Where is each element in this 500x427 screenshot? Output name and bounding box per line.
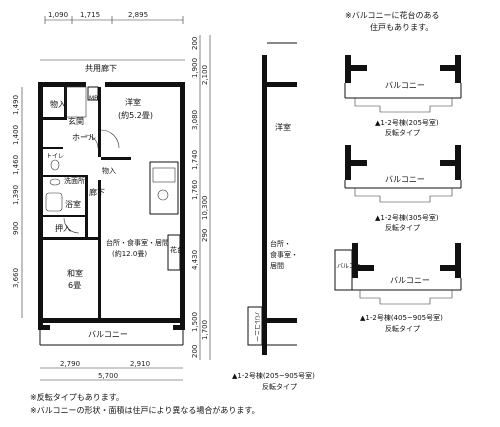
label-hall: ホール xyxy=(72,133,96,142)
left-dim-1: 1,490 xyxy=(12,95,20,115)
label-ldk: 台所・食事室・居間 xyxy=(106,238,169,247)
balcony-305-label: バルコニー xyxy=(385,175,425,184)
right-dim-7: 1,500 xyxy=(191,312,199,332)
balcony-variant-205: バルコニー ▲1-2号棟(205号室) 反転タイプ xyxy=(344,55,462,137)
balcony-405-label: バルコニー xyxy=(390,276,430,285)
balcony-205-label: バルコニー xyxy=(385,81,425,90)
right-dim-b-3: 290 xyxy=(201,229,209,242)
left-dim-5: 900 xyxy=(12,222,20,235)
label-corridor: 共用廊下 xyxy=(85,63,117,73)
label-western-size: (約5.2畳) xyxy=(118,110,153,120)
top-dim-3: 2,895 xyxy=(128,11,148,19)
note-bottom-1: ※反転タイプもあります。 xyxy=(30,392,124,402)
label-flower: 花台 xyxy=(170,245,184,254)
label-hallway: 廊下 xyxy=(89,187,105,197)
right-dim-5: 1,760 xyxy=(191,180,199,200)
mirror-label-ldk-1: 台所・ xyxy=(270,239,291,248)
balcony-405-caption-2: 反転タイプ xyxy=(385,324,420,333)
label-toilet: トイレ xyxy=(46,153,64,160)
mirror-label-ldk-3: 居間 xyxy=(270,262,284,270)
label-washroom: 洗面所 xyxy=(64,176,85,185)
mirror-caption-2: 反転タイプ xyxy=(262,382,297,391)
right-dim-b-1: 2,100 xyxy=(201,65,209,85)
mirror-label-balcony: バルコニー xyxy=(253,312,260,342)
mirror-label-western: 洋室 xyxy=(275,122,291,132)
balcony-205-caption-1: ▲1-2号棟(205号室) xyxy=(375,118,439,127)
left-dim-3: 1,460 xyxy=(12,155,20,175)
left-dim-4: 1,390 xyxy=(12,185,20,205)
label-mb: MB xyxy=(89,95,98,102)
balcony-405-side-label: バルコニー xyxy=(337,263,367,270)
label-genkan: 玄関 xyxy=(68,116,84,126)
right-dim-6: 4,430 xyxy=(191,250,199,270)
label-western: 洋室 xyxy=(125,97,141,107)
label-japanese-size: 6畳 xyxy=(68,281,81,290)
right-dim-4: 1,740 xyxy=(191,150,199,170)
label-balcony: バルコニー xyxy=(88,330,128,339)
right-dim-2: 1,900 xyxy=(191,58,199,78)
label-ldk-size: (約12.0畳) xyxy=(112,249,147,258)
label-bath: 浴室 xyxy=(65,199,81,209)
left-dim-6: 3,660 xyxy=(12,268,20,288)
total-width: 5,700 xyxy=(98,372,118,380)
left-dim-2: 1,400 xyxy=(12,125,20,145)
label-closet: 押入 xyxy=(55,223,71,233)
label-storage-1: 物入 xyxy=(50,99,66,109)
balcony-variant-305: バルコニー ▲1-2号棟(305号室) 反転タイプ xyxy=(344,145,462,232)
note-top-1: ※バルコニーに花台のある xyxy=(345,10,440,20)
bottom-dim-2: 2,910 xyxy=(130,360,150,368)
balcony-305-caption-1: ▲1-2号棟(305号室) xyxy=(375,213,439,222)
right-dim-3: 3,080 xyxy=(191,110,199,130)
right-dim-b-2: 10,300 xyxy=(201,196,209,221)
mirror-caption-1: ▲1-2号棟(205~905号室) xyxy=(232,371,315,380)
label-japanese: 和室 xyxy=(67,268,83,278)
balcony-205-caption-2: 反転タイプ xyxy=(385,128,420,137)
bottom-dim-1: 2,790 xyxy=(60,360,80,368)
right-dim-1: 200 xyxy=(191,37,199,50)
label-storage-2: 物入 xyxy=(102,166,116,175)
mirror-label-ldk-2: 食事室・ xyxy=(270,250,298,259)
balcony-variant-405-905: バルコニー バルコニー ▲1-2号棟(405~905号室) 反転タイプ xyxy=(334,243,462,333)
balcony-405-caption-1: ▲1-2号棟(405~905号室) xyxy=(360,313,443,322)
top-dim-1: 1,090 xyxy=(48,11,68,19)
main-floor-plan: 1,090 1,715 2,895 共用廊下 バルコニー M xyxy=(12,11,211,381)
note-top-2: 住戸もあります。 xyxy=(370,22,433,32)
top-dim-2: 1,715 xyxy=(80,11,100,19)
mirror-floor-plan: 洋室 台所・ 食事室・ 居間 バルコニー ▲1-2号棟(205~905号室) 反… xyxy=(232,42,315,391)
right-dim-8: 200 xyxy=(191,345,199,358)
note-bottom-2: ※バルコニーの形状・面積は住戸により異なる場合があります。 xyxy=(30,405,260,415)
balcony-305-caption-2: 反転タイプ xyxy=(385,223,420,232)
right-dim-b-4: 1,700 xyxy=(201,320,209,340)
